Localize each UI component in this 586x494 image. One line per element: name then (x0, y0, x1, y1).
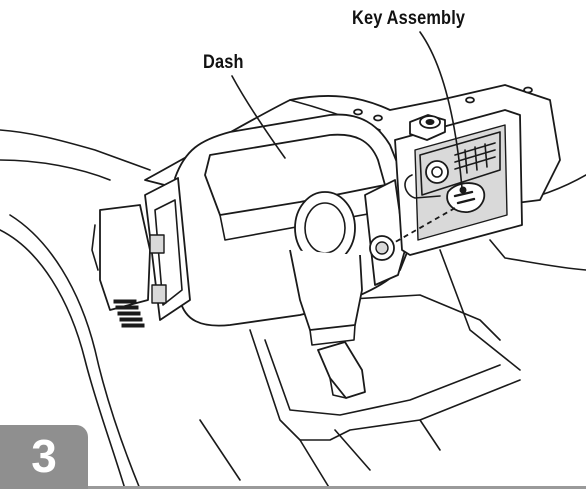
step-number: 3 (31, 430, 57, 482)
floor-step-line (334, 294, 501, 341)
key-assembly-leader (419, 31, 463, 189)
bottom-rule (88, 486, 586, 489)
floor-mat-outline (249, 329, 521, 441)
vent-grille (113, 299, 145, 328)
floor-outline-left (0, 129, 151, 171)
floor-mat-inner (264, 339, 501, 416)
dashed-alignment-line (389, 207, 456, 246)
top-screws (353, 86, 533, 122)
pedal-shadow (329, 377, 347, 399)
accessory-port-hole (425, 119, 435, 125)
key-blade (453, 190, 476, 205)
side-panel-curve (0, 229, 126, 490)
left-bracket (99, 204, 151, 311)
radio-knob-center (431, 166, 443, 178)
radio-faceplate (419, 131, 501, 196)
key-wire (404, 174, 441, 199)
dash-hood (204, 133, 386, 216)
step-badge: 3 (0, 425, 88, 489)
pedal (317, 341, 366, 399)
floor-pan-line (334, 419, 441, 471)
key-assembly-callout: Key Assembly (352, 8, 466, 29)
key-fob-ring (459, 186, 467, 194)
key-switch (446, 182, 486, 213)
console-right-wall (439, 249, 521, 371)
dash-leader (231, 75, 286, 159)
side-power-port-inner (375, 241, 389, 255)
dash-left-endcap-inner (154, 199, 183, 306)
bracket-tab-lower (151, 284, 167, 304)
dash-callout: Dash (203, 52, 244, 73)
bracket-tab-upper (149, 234, 165, 254)
radio-knob (425, 160, 449, 184)
radio-button-row (454, 142, 496, 174)
right-floor-edge-lower (489, 239, 586, 271)
column-shroud-base (309, 324, 356, 346)
floor-front-edge (199, 419, 331, 490)
floor-outline-top (0, 159, 111, 181)
side-panel-curve-inner (9, 214, 141, 490)
column-shroud (289, 249, 363, 331)
bracket-side-line (91, 224, 99, 271)
